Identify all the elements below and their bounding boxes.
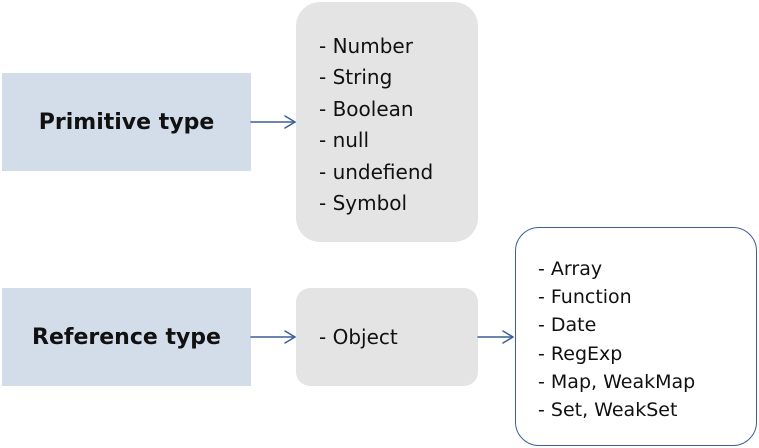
primitive-item-string: String [319,62,478,93]
primitive-item-undefined: undefiend [319,157,478,188]
object-item-array: Array [538,255,756,283]
reference-type-box: Reference type [2,288,251,386]
object-item-map: Map, WeakMap [538,368,756,396]
primitive-type-list: Number String Boolean null undefiend Sym… [296,2,478,242]
arrow-reference-to-object [250,330,296,344]
primitive-type-label: Primitive type [38,109,215,135]
primitive-item-symbol: Symbol [319,188,478,219]
primitive-item-number: Number [319,31,478,62]
object-item-regexp: RegExp [538,340,756,368]
arrow-object-to-subtypes [477,330,514,344]
object-item-function: Function [538,283,756,311]
primitive-item-boolean: Boolean [319,94,478,125]
object-box: Object [296,288,478,386]
reference-item-object: Object [319,325,398,349]
object-item-set: Set, WeakSet [538,396,756,424]
object-subtype-list: Array Function Date RegExp Map, WeakMap … [515,227,757,446]
primitive-type-box: Primitive type [2,73,251,171]
reference-type-label: Reference type [32,324,221,350]
primitive-item-null: null [319,125,478,156]
object-item-date: Date [538,311,756,339]
arrow-primitive-to-list [250,115,296,129]
